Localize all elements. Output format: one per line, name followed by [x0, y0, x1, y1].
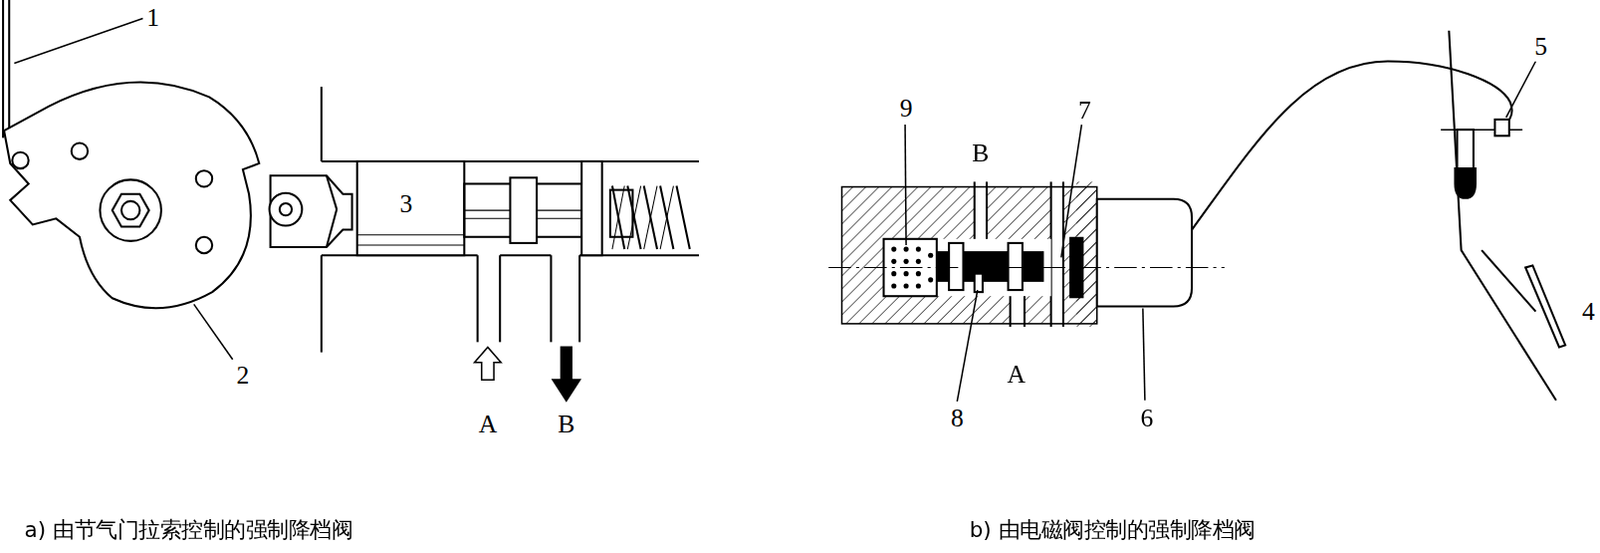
callout-number: 9 [898, 94, 915, 123]
port-label: A [1004, 360, 1028, 389]
port-label: B [555, 409, 577, 438]
callout-number: 4 [1580, 296, 1598, 325]
callout-number: 3 [397, 190, 415, 219]
port-label: B [969, 139, 991, 168]
callout-number: 2 [233, 361, 251, 390]
figure-caption: a) 由节气门拉索控制的强制降档阀 [22, 518, 356, 543]
port-label: A [476, 409, 500, 438]
callout-number: 1 [144, 2, 162, 31]
callout-number: 7 [1076, 96, 1094, 125]
callout-number: 6 [1138, 404, 1155, 433]
callout-number: 8 [948, 404, 966, 433]
figure-caption: b) 由电磁阀控制的强制降档阀 [967, 518, 1258, 543]
callout-number: 5 [1532, 32, 1550, 61]
